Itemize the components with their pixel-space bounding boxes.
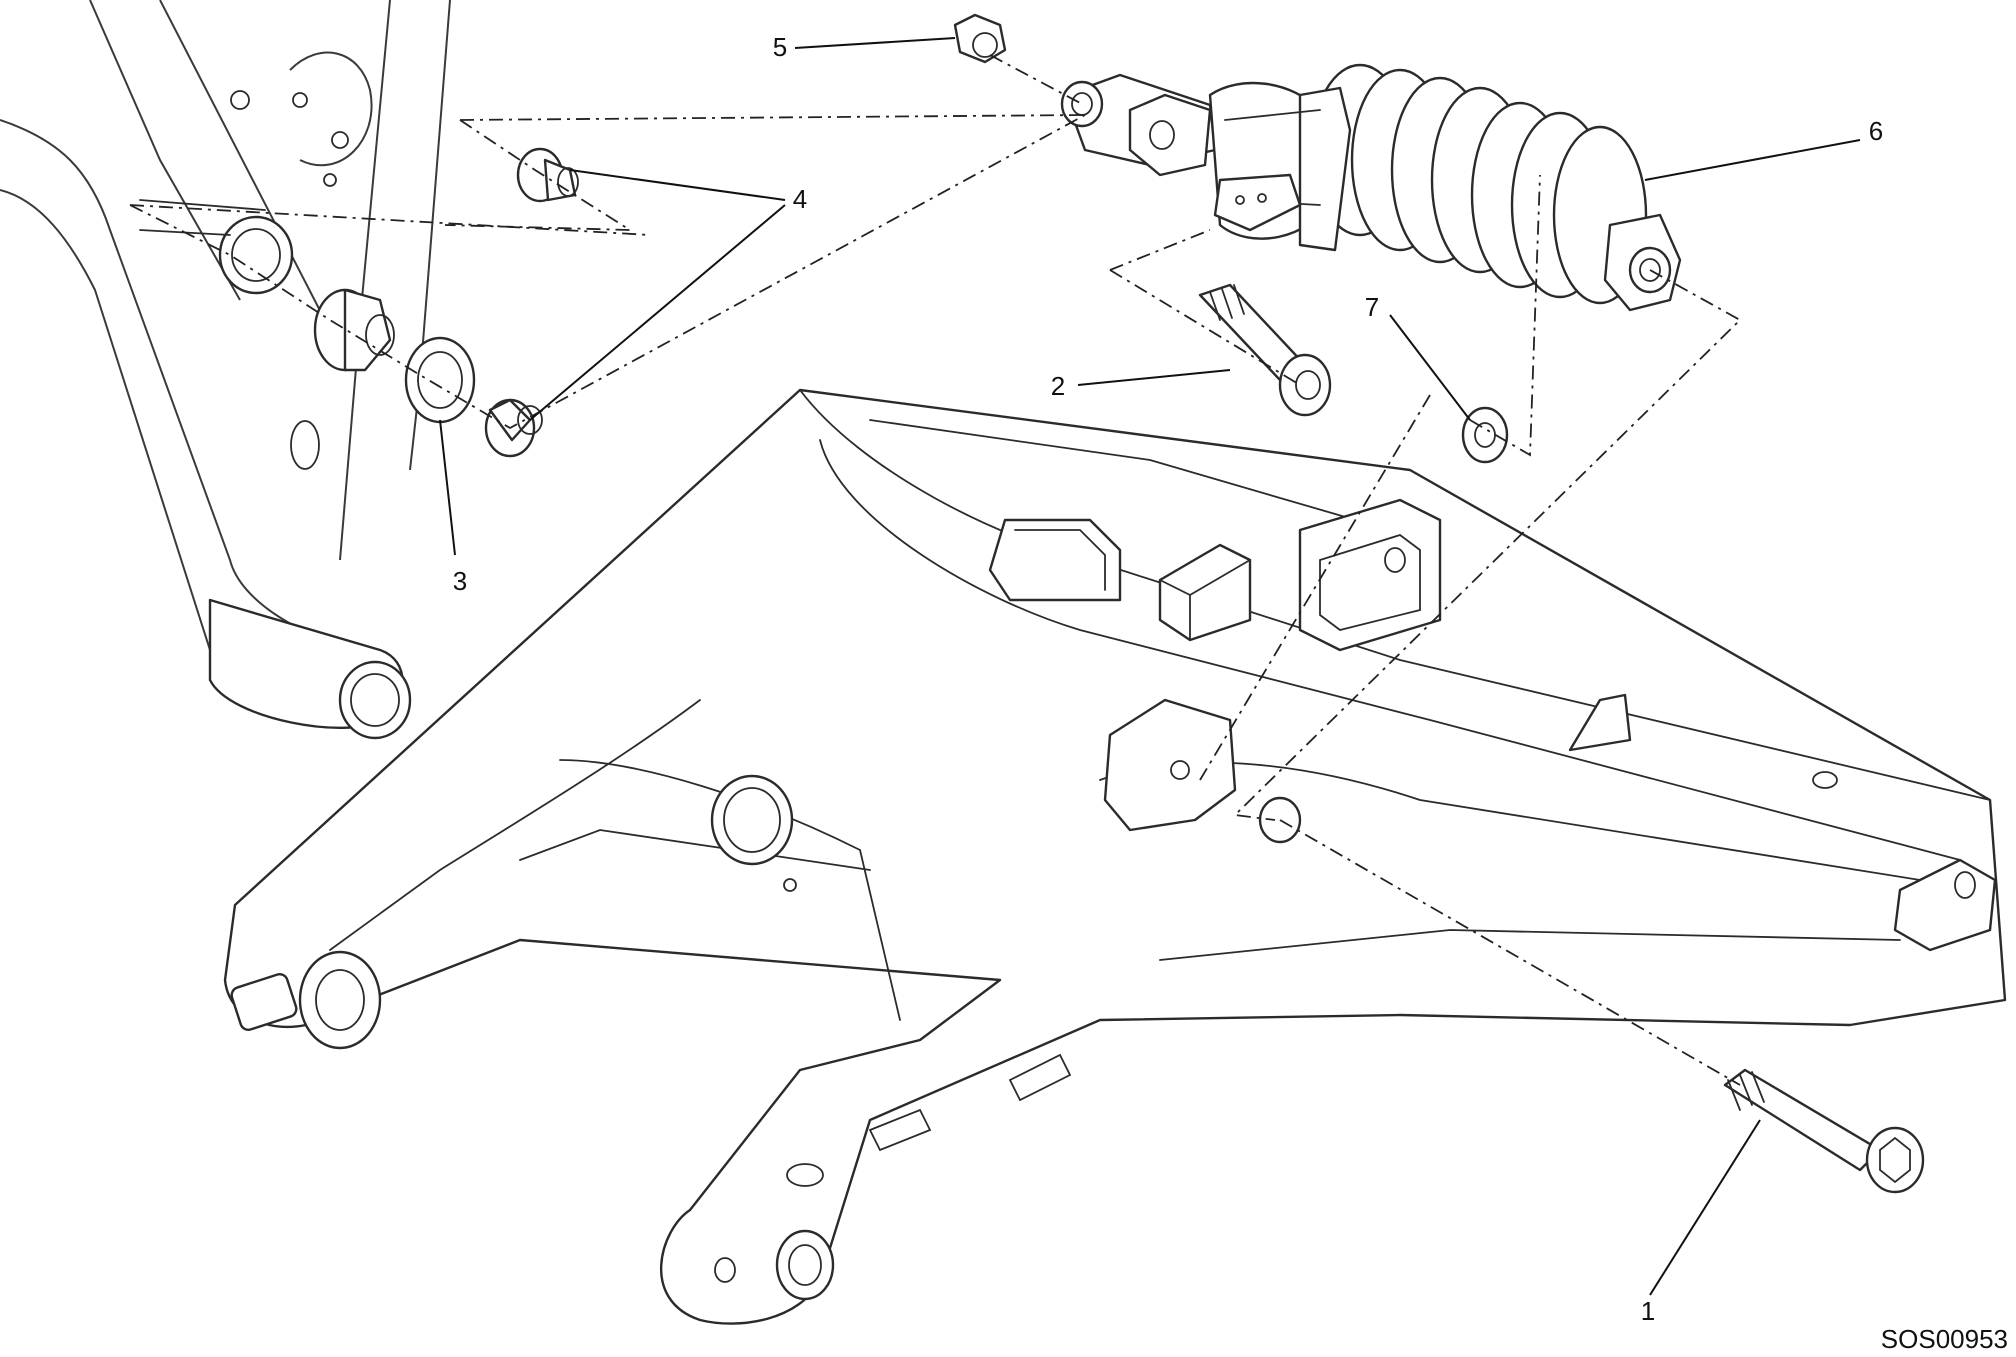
rear-shock-absorber bbox=[1060, 63, 1682, 312]
callouts: 1 2 3 4 5 6 7 bbox=[439, 32, 1883, 1326]
bolt-part-2 bbox=[1198, 283, 1332, 417]
washer-part-3 bbox=[404, 336, 476, 424]
callout-label-7: 7 bbox=[1365, 292, 1379, 322]
frame-section bbox=[0, 0, 451, 740]
screw-part-1 bbox=[1723, 1068, 1925, 1194]
shock-spring bbox=[1310, 63, 1648, 305]
bushing-part-4-lower bbox=[484, 398, 543, 458]
swingarm bbox=[223, 388, 2007, 1325]
assembly-lines bbox=[129, 54, 1742, 1086]
bearing-part bbox=[313, 288, 395, 372]
callout-label-2: 2 bbox=[1051, 371, 1065, 401]
bushing-part-4-upper bbox=[516, 147, 579, 203]
callout-label-4: 4 bbox=[793, 184, 807, 214]
callout-label-6: 6 bbox=[1869, 116, 1883, 146]
callout-label-1: 1 bbox=[1641, 1296, 1655, 1326]
callout-label-3: 3 bbox=[453, 566, 467, 596]
washer-part-7 bbox=[1461, 406, 1509, 464]
callout-label-5: 5 bbox=[773, 32, 787, 62]
nut-part-5 bbox=[953, 13, 1007, 64]
drawing-code: SOS00953 bbox=[1881, 1324, 2008, 1354]
